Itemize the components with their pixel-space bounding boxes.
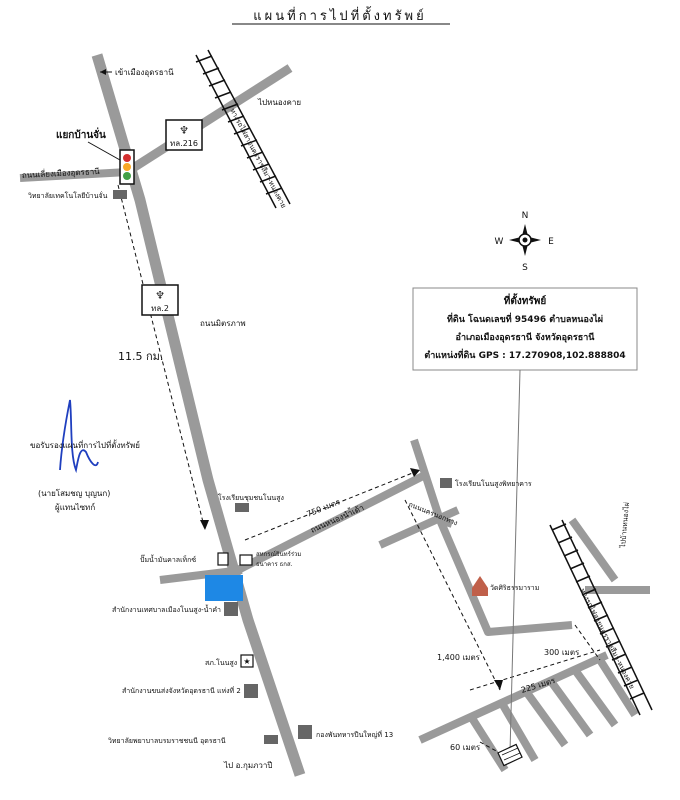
signature	[59, 399, 99, 474]
water-pond	[205, 575, 243, 601]
junction-pointer	[87, 141, 121, 161]
label-d300: 300 เมตร	[544, 648, 580, 657]
label-gas-station: ปั๊มน้ำมันคาลเท็กซ์	[140, 553, 196, 564]
traffic-light-icon	[119, 149, 135, 185]
property-pointer	[509, 369, 521, 753]
road-network-right	[378, 438, 650, 773]
label-nursing-college: วิทยาลัยพยาบาลบรมราชชนนี อุดรธานี	[108, 737, 226, 745]
label-junction: แยกบ้านจั่น	[56, 127, 106, 141]
compass-e: E	[548, 237, 554, 247]
label-bank-prefix: สหกรณ์ยินทร์ร่วม	[256, 550, 301, 558]
label-distance-main: 11.5 กม.	[118, 350, 163, 363]
property-heading: ที่ตั้งทรัพย์	[504, 293, 547, 307]
svg-text:★: ★	[243, 657, 250, 666]
temple-icon	[472, 576, 488, 596]
label-municipal-office: สำนักงานเทศบาลเมืองโนนสูง-น้ำคำ	[112, 603, 221, 614]
road-nongkhai	[127, 64, 293, 174]
property-line1: ที่ดิน โฉนดเลขที่ 95496 ตำบลหนองไผ่	[447, 312, 603, 325]
label-police: สภ.โนนสูง	[205, 658, 237, 667]
label-mittraphap: ถนนมิตรภาพ	[200, 319, 246, 328]
gas-station-icon	[217, 552, 229, 566]
label-nongkhai: ไปหนองคาย	[257, 98, 301, 107]
railway-top	[195, 49, 291, 209]
arrowheads	[200, 468, 503, 690]
label-to-nongphai: ไปบ้านหนองไผ่	[618, 502, 631, 549]
compass-w: W	[495, 237, 504, 247]
label-rail-top: ทางรถไฟสายนครราชสีมา-หนองคาย	[228, 107, 288, 210]
railway-right	[549, 519, 653, 716]
label-udon-direction: เข้าเมืองอุดรธานี	[115, 68, 174, 77]
label-nongsung-school: โรงเรียนชุมชนโนนสูง	[218, 493, 284, 502]
map-title: แผนที่การไปที่ตั้งทรัพย์	[253, 6, 427, 24]
hwy2-label: ทล.2	[151, 304, 169, 313]
label-revenue-office: สำนักงานขนส่งจังหวัดอุดรธานี แห่งที่ 2	[122, 686, 241, 695]
property-line2: อำเภอเมืองอุดรธานี จังหวัดอุดรธานี	[456, 331, 596, 343]
cert-line3: ผู้แทนไซทก์	[55, 502, 95, 513]
property-line3: ตำแหน่งที่ดิน GPS : 17.270908,102.888804	[424, 348, 625, 361]
label-phitthayakan-school: โรงเรียนโนนสูงพิทยาคาร	[455, 479, 532, 488]
compass-s: S	[522, 263, 528, 273]
building-icons	[113, 190, 452, 744]
hwy2-shield: ♆	[141, 284, 179, 316]
property-box	[412, 287, 638, 371]
label-bank: ธนาคาร ธกส.	[256, 561, 293, 568]
label-ban-chan-college: วิทยาลัยเทคโนโลยีบ้านจั่น	[28, 191, 108, 200]
road-west-branch	[159, 566, 243, 584]
compass-icon	[509, 224, 541, 256]
police-icon: ★	[240, 654, 254, 668]
label-d225: 225 เมตร	[520, 676, 557, 695]
road-nongnamtao	[236, 471, 427, 574]
label-d60: 60 เมตร	[450, 743, 481, 752]
label-d1400: 1,400 เมตร	[437, 653, 481, 662]
road-bypass	[19, 168, 129, 182]
hwy216-shield: ♆	[165, 119, 203, 151]
cert-line2: (นายโสมชญ บุญนก)	[38, 488, 110, 498]
bank-icon	[239, 554, 253, 566]
label-temple: วัดศิริธรรมาราม	[490, 584, 539, 592]
compass-n: N	[522, 211, 529, 221]
svg-text:♆: ♆	[155, 289, 165, 302]
svg-text:♆: ♆	[179, 124, 189, 137]
property-site-marker	[497, 743, 523, 767]
udon-arrow-head	[100, 69, 106, 75]
label-kumphawapi: ไป อ.กุมภวาปี	[223, 761, 272, 770]
dashed-routes	[117, 184, 601, 753]
label-army: กองพันทหารปืนใหญ่ที่ 13	[316, 730, 393, 739]
hwy216-label: ทล.216	[170, 139, 198, 148]
cert-line1: ขอรับรองแผนที่การไปที่ตั้งทรัพย์	[30, 439, 140, 450]
